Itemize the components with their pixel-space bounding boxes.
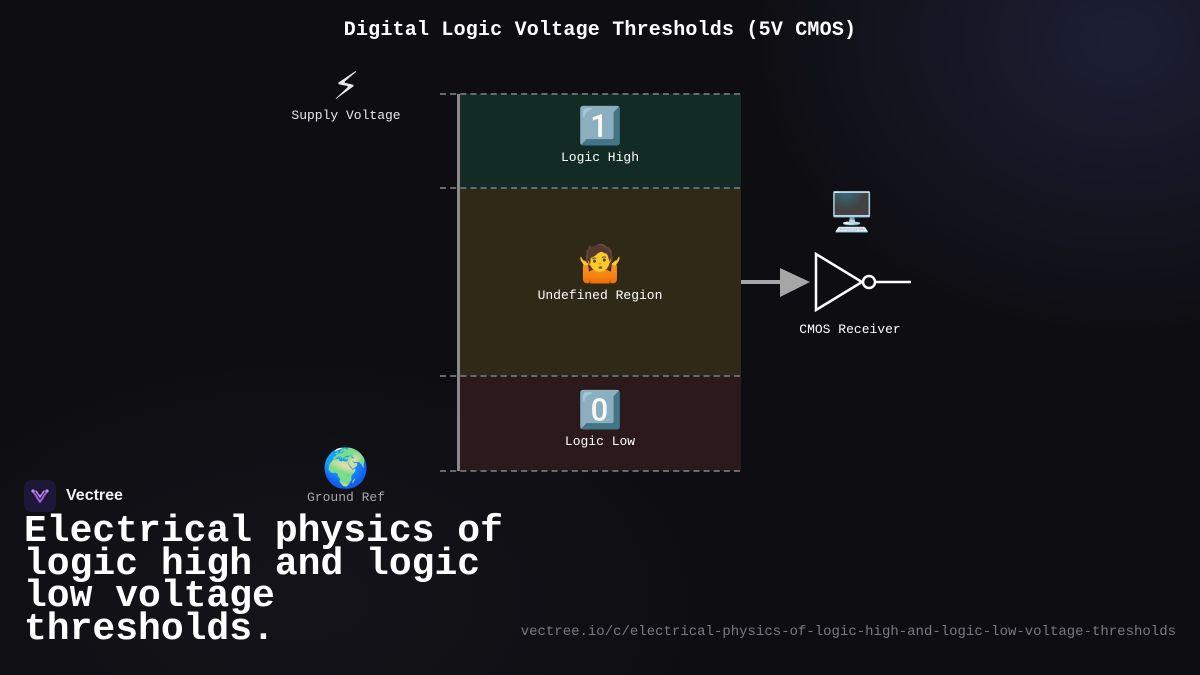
diagram-title: Digital Logic Voltage Thresholds (5V CMO… [343, 19, 857, 42]
digit-one-icon: 1️⃣ [577, 106, 623, 147]
source-url[interactable]: vectree.io/c/electrical-physics-of-logic… [520, 624, 1176, 640]
undefined-region-band: 🤷 Undefined Region [459, 188, 741, 376]
logic-low-label: Logic Low [564, 434, 636, 449]
globe-icon: 🌍 [322, 446, 370, 490]
inverter-triangle [814, 251, 865, 313]
arrow-head-icon [780, 268, 810, 297]
brand: Vectree [24, 479, 123, 513]
ground-reference-marker: 🌍 Ground Ref [285, 446, 407, 505]
ground-ref-label: Ground Ref [306, 490, 385, 505]
vectree-logo-icon [24, 480, 56, 512]
headline: Electrical physics of logic high and log… [24, 510, 503, 651]
undefined-region-label: Undefined Region [537, 288, 663, 303]
vectree-logo-mark [31, 489, 49, 503]
supply-voltage-marker: ⚡ Supply Voltage [280, 64, 412, 123]
logic-low-band: 0️⃣ Logic Low [459, 376, 741, 471]
digit-zero-icon: 0️⃣ [577, 390, 623, 431]
inverter-bubble [861, 274, 877, 290]
threshold-line-vih [440, 187, 740, 189]
threshold-line-vil [440, 375, 740, 377]
cmos-receiver-symbol [741, 251, 911, 313]
supply-voltage-label: Supply Voltage [291, 108, 401, 123]
logic-high-band: 1️⃣ Logic High [459, 94, 741, 188]
lightning-icon: ⚡ [332, 64, 360, 108]
computer-icon: 🖥️ [828, 190, 876, 234]
cmos-receiver-label: CMOS Receiver [799, 322, 901, 337]
voltage-scale: 1️⃣ Logic High 🤷 Undefined Region 0️⃣ Lo… [459, 94, 741, 471]
brand-name: Vectree [66, 487, 123, 504]
shrug-icon: 🤷 [577, 244, 623, 285]
voltage-axis-line [457, 94, 460, 471]
logic-high-label: Logic High [560, 150, 639, 165]
threshold-line-ground [440, 470, 740, 472]
threshold-line-vdd [440, 93, 740, 95]
